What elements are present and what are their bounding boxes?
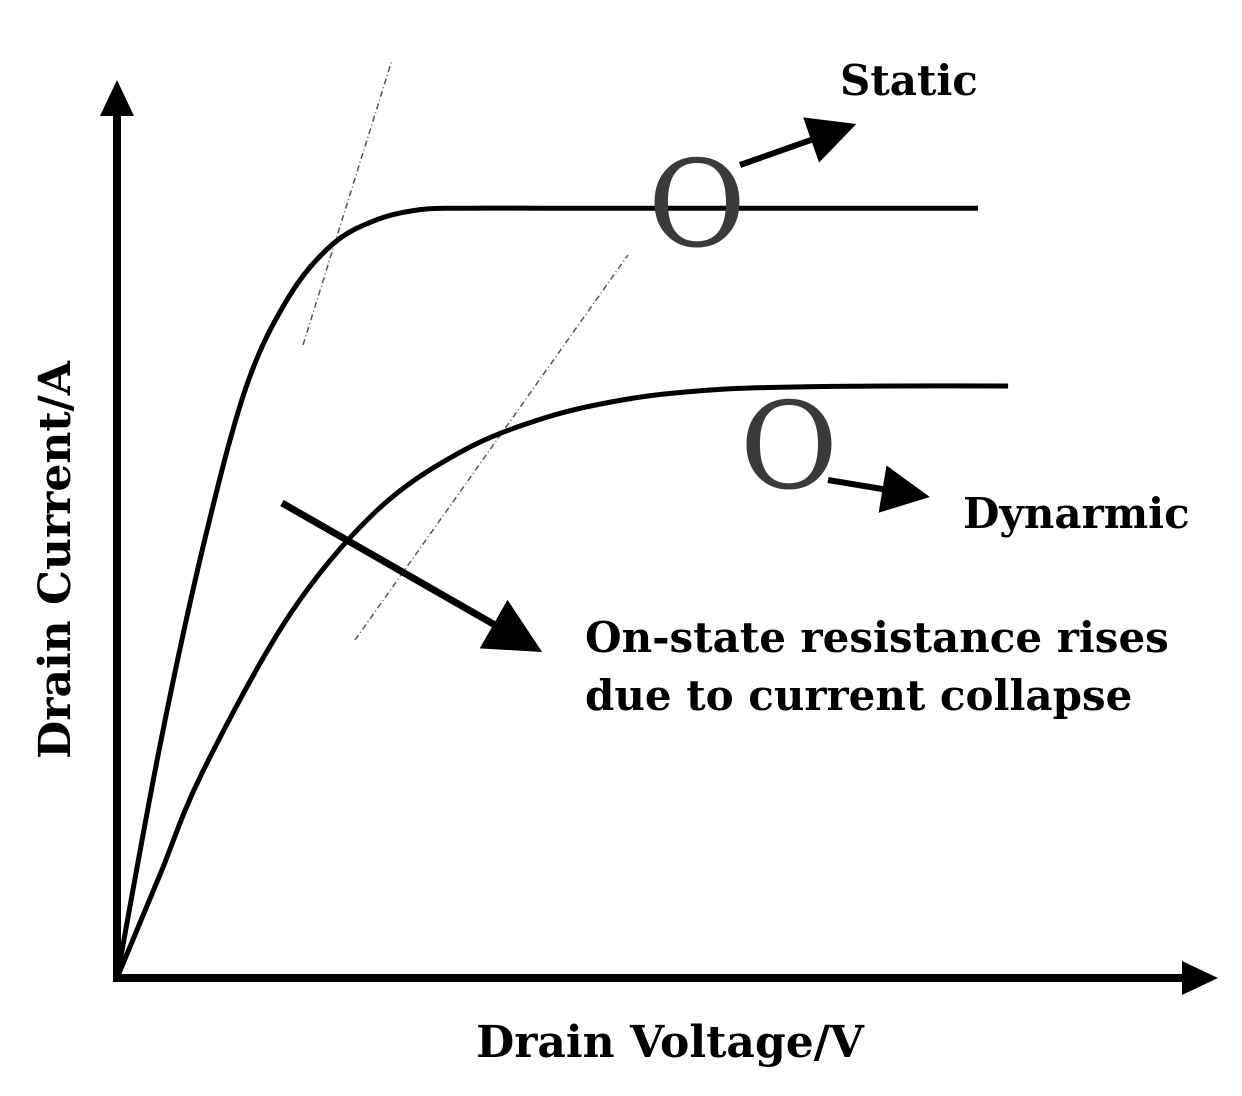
static-slope-guide <box>302 59 393 346</box>
annotation-line-2: due to current collapse <box>585 671 1132 720</box>
dynamic-slope-guide <box>354 254 629 641</box>
dynamic-curve <box>114 383 1009 979</box>
static-curve <box>114 205 978 979</box>
dynamic-pointer-arrow <box>827 465 930 513</box>
annotation-line-1: On-state resistance rises <box>585 613 1169 662</box>
x-axis-title: Drain Voltage/V <box>476 1017 865 1068</box>
static-marker-glyph: O <box>648 136 746 275</box>
static-series-label: Static <box>840 56 978 105</box>
y-axis-arrowhead <box>100 80 134 116</box>
static-pointer-arrow <box>739 117 857 168</box>
dynamic-marker-glyph: O <box>740 378 838 517</box>
y-axis-title: Drain Current/A <box>30 360 81 759</box>
dynamic-series-label: Dynarmic <box>963 489 1190 538</box>
x-axis-arrowhead <box>1182 961 1218 995</box>
annotation-arrow <box>280 499 543 652</box>
